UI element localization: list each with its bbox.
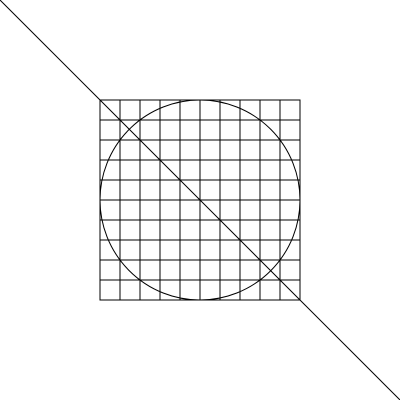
- square-grid: [100, 100, 300, 300]
- inscribed-circle: [100, 100, 300, 300]
